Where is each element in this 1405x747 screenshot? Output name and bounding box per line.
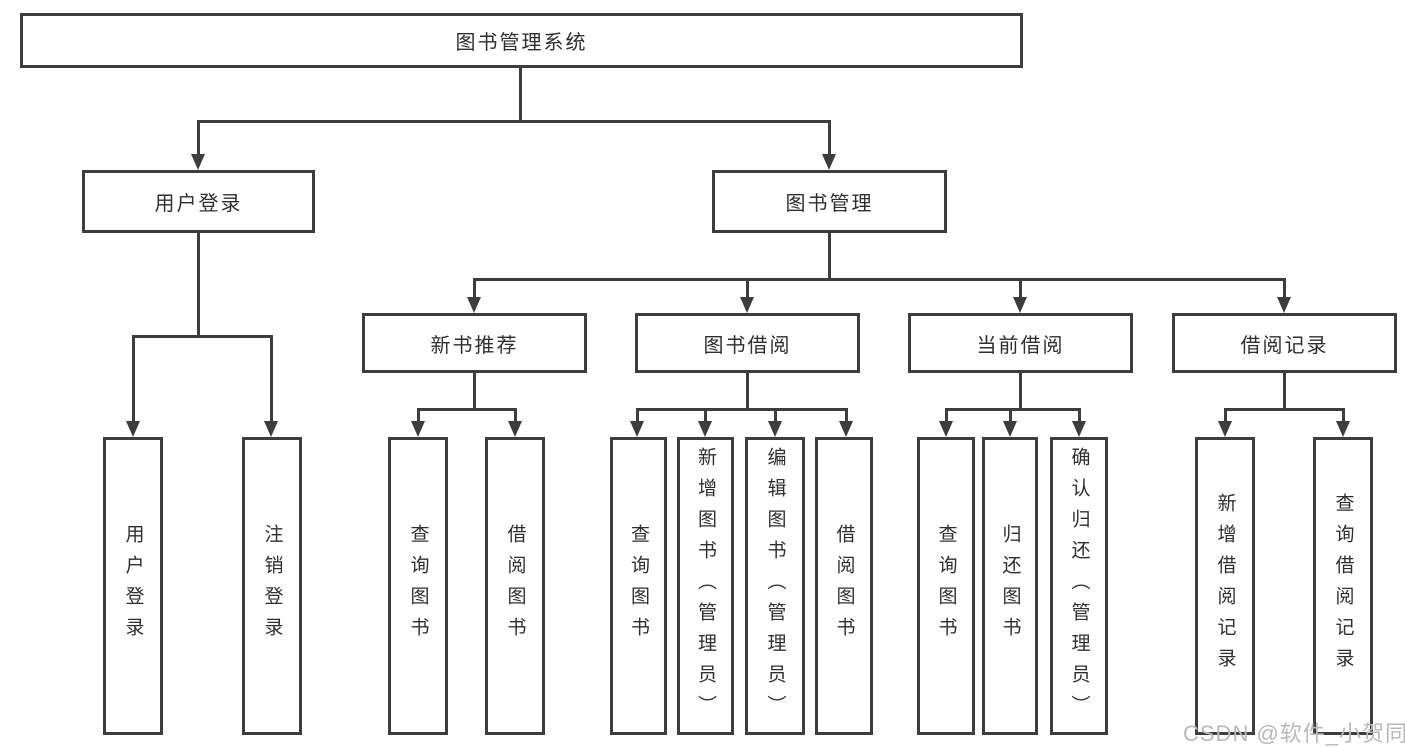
connector-line: [197, 233, 200, 335]
leaf-return-books: 归还图书: [982, 437, 1038, 735]
arrowhead-icon: [1336, 421, 1350, 437]
arrowhead-icon: [630, 421, 644, 437]
leaf-edit-book-admin: 编辑图书（管理员）: [745, 437, 805, 735]
node-book-management-label: 图书管理: [785, 193, 874, 215]
connector-line: [845, 408, 848, 421]
node-new-book-recommend-label: 新书推荐: [430, 334, 519, 357]
arrowhead-icon: [1003, 421, 1017, 437]
leaf-add-book-admin: 新增图书（管理员）: [677, 437, 734, 735]
connector-line: [704, 408, 707, 421]
leaf-edit-book-admin-label: 编辑图书（管理员）: [764, 446, 786, 726]
connector-line: [473, 278, 1285, 281]
leaf-borrow-books-recommend-label: 借阅图书: [504, 524, 526, 648]
connector-line: [774, 408, 777, 421]
connector-line: [473, 373, 476, 408]
arrowhead-icon: [411, 421, 425, 437]
arrowhead-icon: [698, 421, 712, 437]
connector-line: [746, 278, 749, 297]
leaf-query-books-recommend-label: 查询图书: [407, 524, 429, 648]
node-borrow-records: 借阅记录: [1172, 313, 1397, 373]
leaf-query-books-borrow: 查询图书: [610, 437, 667, 735]
arrowhead-icon: [1218, 421, 1232, 437]
arrowhead-icon: [1013, 297, 1027, 313]
connector-line: [417, 408, 420, 421]
node-book-borrow: 图书借阅: [635, 313, 860, 373]
leaf-add-book-admin-label: 新增图书（管理员）: [695, 446, 716, 726]
connector-line: [132, 335, 135, 421]
node-user-login: 用户登录: [82, 170, 315, 233]
arrowhead-icon: [822, 154, 836, 170]
connector-line: [270, 335, 273, 421]
arrowhead-icon: [740, 297, 754, 313]
leaf-query-books-current: 查询图书: [917, 437, 975, 735]
leaf-query-books-recommend: 查询图书: [388, 437, 448, 735]
leaf-user-login: 用户登录: [103, 437, 163, 735]
leaf-add-borrow-record: 新增借阅记录: [1195, 437, 1255, 735]
connector-line: [1019, 373, 1022, 408]
node-root: 图书管理系统: [20, 13, 1023, 68]
arrowhead-icon: [1072, 421, 1086, 437]
arrowhead-icon: [508, 421, 522, 437]
node-current-borrow-label: 当前借阅: [976, 334, 1065, 357]
arrowhead-icon: [191, 154, 205, 170]
watermark: CSDN @软件_小贺同学: [1183, 721, 1405, 746]
connector-line: [1009, 408, 1012, 421]
node-current-borrow: 当前借阅: [908, 313, 1133, 373]
node-book-borrow-label: 图书借阅: [703, 334, 792, 357]
connector-line: [1283, 278, 1286, 297]
arrowhead-icon: [264, 421, 278, 437]
arrowhead-icon: [467, 297, 481, 313]
connector-line: [945, 408, 1081, 411]
leaf-borrow-books-recommend: 借阅图书: [485, 437, 545, 735]
arrowhead-icon: [1277, 297, 1291, 313]
node-borrow-records-label: 借阅记录: [1240, 334, 1329, 357]
connector-line: [636, 408, 847, 411]
leaf-borrow-books-borrow-label: 借阅图书: [833, 524, 855, 648]
node-new-book-recommend: 新书推荐: [362, 313, 587, 373]
connector-line: [1342, 408, 1345, 421]
connector-line: [197, 120, 200, 154]
leaf-return-books-label: 归还图书: [999, 524, 1021, 648]
leaf-logout-label: 注销登录: [261, 524, 283, 648]
connector-line: [1078, 408, 1081, 421]
connector-line: [519, 68, 522, 120]
connector-line: [473, 278, 476, 297]
leaf-confirm-return-admin: 确认归还（管理员）: [1050, 437, 1108, 735]
connector-line: [1224, 408, 1227, 421]
leaf-confirm-return-admin-label: 确认归还（管理员）: [1068, 446, 1090, 726]
leaf-query-books-current-label: 查询图书: [935, 524, 957, 648]
connector-line: [828, 120, 831, 154]
node-root-label: 图书管理系统: [455, 32, 588, 54]
leaf-query-borrow-record-label: 查询借阅记录: [1332, 493, 1354, 679]
connector-line: [746, 373, 749, 408]
leaf-borrow-books-borrow: 借阅图书: [815, 437, 873, 735]
connector-line: [1224, 408, 1344, 411]
connector-line: [636, 408, 639, 421]
arrowhead-icon: [768, 421, 782, 437]
node-book-management: 图书管理: [712, 170, 947, 233]
arrowhead-icon: [839, 421, 853, 437]
connector-line: [828, 233, 831, 278]
connector-line: [1019, 278, 1022, 297]
connector-line: [1283, 373, 1286, 408]
connector-line: [945, 408, 948, 421]
connector-line: [132, 335, 273, 338]
arrowhead-icon: [126, 421, 140, 437]
leaf-user-login-label: 用户登录: [122, 524, 144, 648]
arrowhead-icon: [939, 421, 953, 437]
leaf-query-books-borrow-label: 查询图书: [628, 524, 649, 648]
connector-line: [514, 408, 517, 421]
connector-line: [197, 120, 831, 123]
leaf-add-borrow-record-label: 新增借阅记录: [1214, 493, 1236, 679]
node-user-login-label: 用户登录: [154, 193, 243, 215]
connector-line: [417, 408, 517, 411]
leaf-query-borrow-record: 查询借阅记录: [1313, 437, 1373, 735]
leaf-logout: 注销登录: [242, 437, 302, 735]
